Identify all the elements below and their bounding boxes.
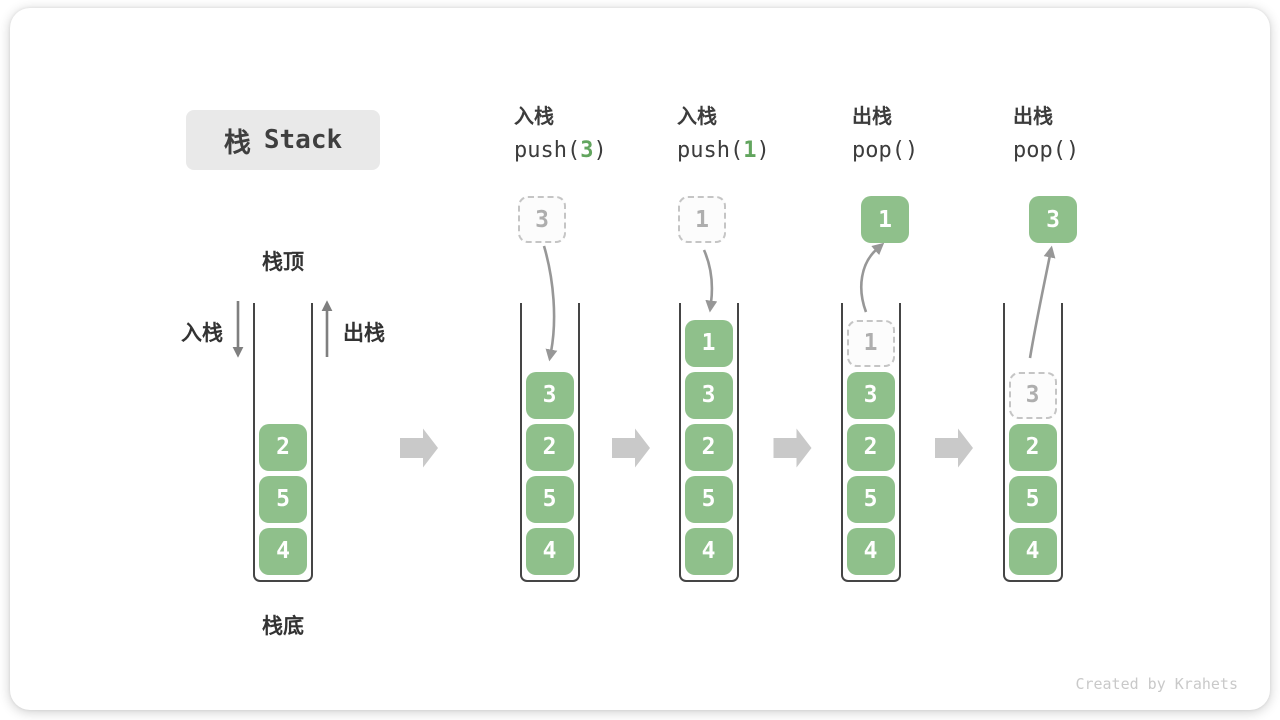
title-english: Stack — [263, 125, 343, 155]
stack-cell: 2 — [259, 423, 307, 471]
stack-cell: 4 — [684, 527, 733, 575]
stack-cell: 5 — [525, 475, 574, 523]
code-argument: 3 — [580, 138, 594, 163]
pop-side-label: 出栈 — [343, 321, 385, 345]
stack-cell: 1 — [684, 319, 733, 367]
code-text: pop( — [1013, 138, 1066, 163]
operation-code: pop() — [852, 139, 918, 163]
push-side-label: 入栈 — [181, 321, 223, 345]
title-box: 栈 Stack — [186, 110, 380, 170]
code-argument: 1 — [743, 138, 757, 163]
operation-name: 入栈 — [514, 104, 554, 128]
operation-header-push-1: 入栈 push(1) — [677, 104, 770, 163]
watermark: Created by Krahets — [1075, 675, 1238, 693]
popped-value-cell: 3 — [1029, 196, 1077, 243]
incoming-value-cell: 3 — [518, 196, 566, 243]
stack-cell: 2 — [525, 423, 574, 471]
stack-cell: 3 — [525, 371, 574, 419]
stack-top-label: 栈顶 — [262, 250, 304, 274]
popped-value-cell: 1 — [861, 196, 909, 243]
stack-cell: 4 — [259, 527, 307, 575]
code-text: push( — [514, 138, 581, 163]
stack-cell: 5 — [684, 475, 733, 523]
operation-code: pop() — [1013, 139, 1079, 163]
operation-code: push(1) — [677, 139, 770, 163]
code-text: push( — [677, 138, 744, 163]
stack-cell: 3 — [846, 371, 895, 419]
stack-cell: 2 — [846, 423, 895, 471]
operation-code: push(3) — [514, 139, 607, 163]
operation-name: 出栈 — [852, 104, 892, 128]
code-text: ) — [904, 138, 919, 163]
stack-cell: 5 — [1008, 475, 1057, 523]
stack-cell: 4 — [846, 527, 895, 575]
operation-header-pop-1: 出栈 pop() — [852, 104, 918, 163]
code-text: pop( — [852, 138, 905, 163]
operation-header-pop-3: 出栈 pop() — [1013, 104, 1079, 163]
operation-name: 出栈 — [1013, 104, 1053, 128]
stack-cell: 5 — [846, 475, 895, 523]
stack-cell: 2 — [1008, 423, 1057, 471]
stack-cell: 2 — [684, 423, 733, 471]
stack-cell: 3 — [684, 371, 733, 419]
stack-bottom-label: 栈底 — [262, 614, 304, 638]
title-chinese: 栈 — [223, 127, 251, 159]
code-text: ) — [593, 138, 607, 163]
operation-name: 入栈 — [677, 104, 717, 128]
stack-cell: 4 — [1008, 527, 1057, 575]
operation-header-push-3: 入栈 push(3) — [514, 104, 607, 163]
stack-cell-ghost: 1 — [846, 319, 895, 367]
stack-cell: 5 — [259, 475, 307, 523]
stack-cell-ghost: 3 — [1008, 371, 1057, 419]
stack-cell: 4 — [525, 527, 574, 575]
incoming-value-cell: 1 — [678, 196, 726, 243]
code-text: ) — [1065, 138, 1080, 163]
code-text: ) — [756, 138, 770, 163]
